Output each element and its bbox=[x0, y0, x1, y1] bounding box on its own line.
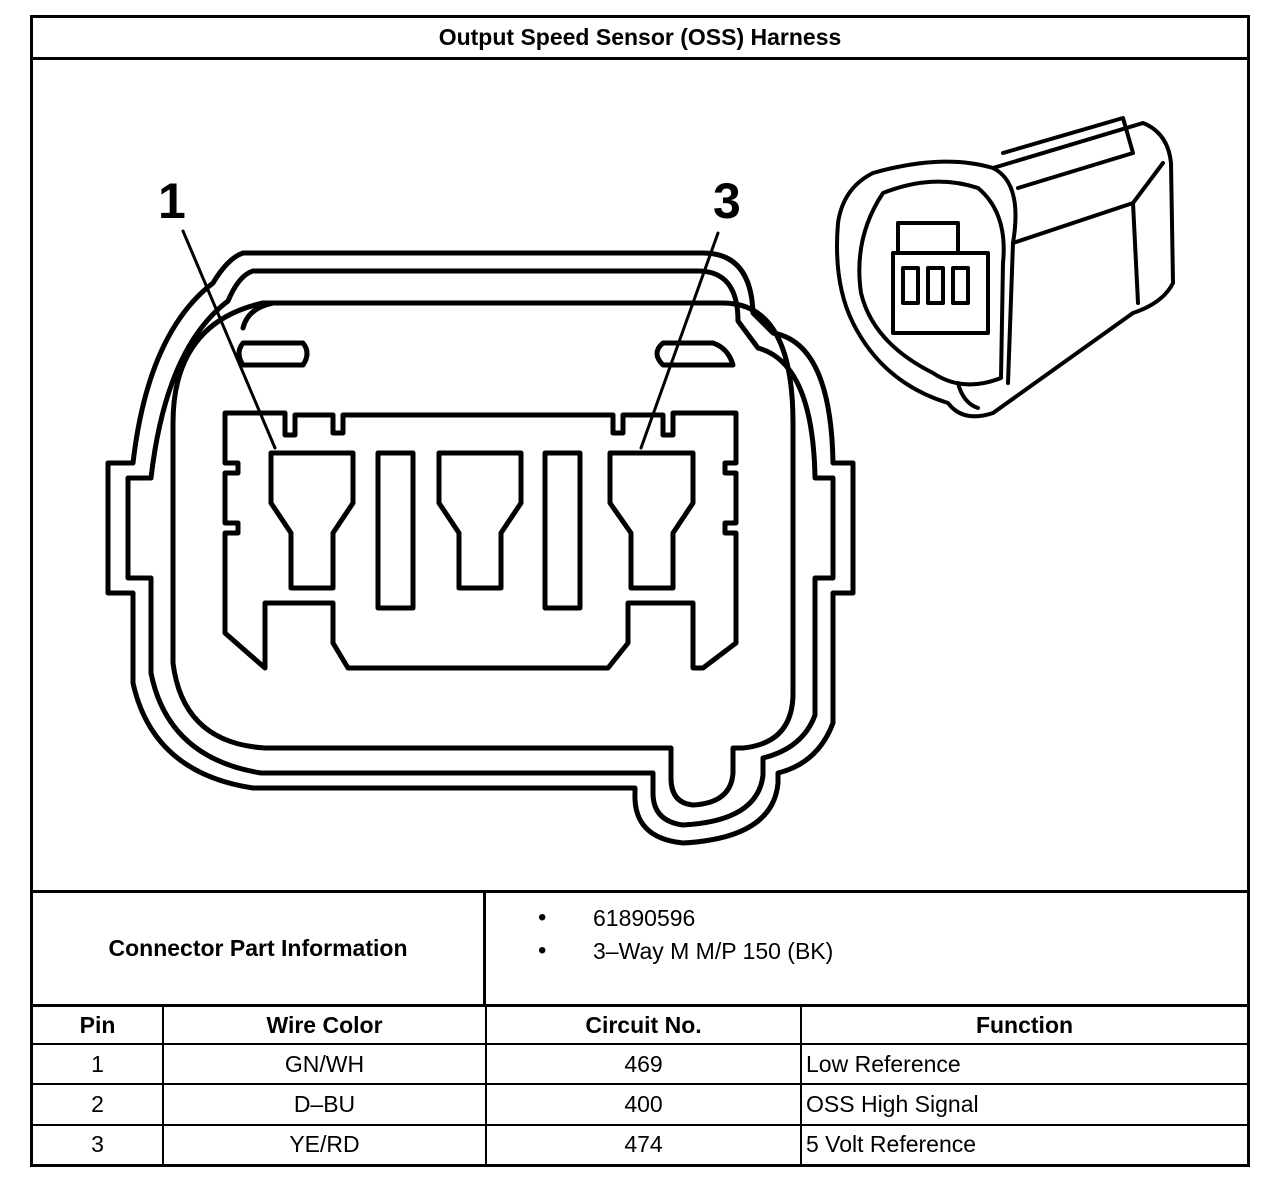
callout-3: 3 bbox=[713, 173, 741, 229]
housing-outline-outer bbox=[105, 250, 856, 846]
circuit-cell: 469 bbox=[485, 1042, 802, 1086]
connector-description: 3–Way M M/P 150 (BK) bbox=[486, 937, 1247, 971]
wire-color-cell: YE/RD bbox=[162, 1123, 487, 1164]
terminal-block bbox=[222, 410, 739, 671]
part-info-label: Connector Part Information bbox=[33, 893, 486, 1004]
connector-diagram: 1 3 bbox=[33, 60, 1247, 890]
wire-color-cell: D–BU bbox=[162, 1083, 487, 1126]
connector-sheet: Output Speed Sensor (OSS) Harness bbox=[30, 15, 1250, 1167]
connector-part-info: Connector Part Information 61890596 3–Wa… bbox=[33, 890, 1247, 1007]
divider-2 bbox=[542, 450, 583, 611]
terminal-pin-1 bbox=[268, 450, 356, 591]
cavity-outline bbox=[170, 300, 796, 808]
header-wire-color: Wire Color bbox=[162, 1007, 487, 1045]
terminal-pin-3 bbox=[607, 450, 696, 591]
part-info-list: 61890596 3–Way M M/P 150 (BK) bbox=[486, 893, 1247, 1016]
pin-table-header: Pin Wire Color Circuit No. Function bbox=[33, 1007, 1247, 1045]
part-number: 61890596 bbox=[486, 904, 1247, 938]
function-cell: OSS High Signal bbox=[800, 1083, 1247, 1126]
latch-bar bbox=[236, 300, 310, 368]
connector-face-svg: 1 3 bbox=[105, 116, 1175, 846]
connector-perspective-view bbox=[835, 116, 1175, 419]
header-circuit-no: Circuit No. bbox=[485, 1007, 802, 1045]
divider-1 bbox=[375, 450, 416, 611]
pin-cell: 3 bbox=[33, 1123, 164, 1164]
pin-cell: 1 bbox=[33, 1042, 164, 1086]
table-row: 2 D–BU 400 OSS High Signal bbox=[33, 1083, 1247, 1126]
circuit-cell: 474 bbox=[485, 1123, 802, 1164]
table-row: 1 GN/WH 469 Low Reference bbox=[33, 1042, 1247, 1086]
function-cell: Low Reference bbox=[800, 1042, 1247, 1086]
terminal-pin-2 bbox=[436, 450, 524, 591]
wire-color-cell: GN/WH bbox=[162, 1042, 487, 1086]
pin-cell: 2 bbox=[33, 1083, 164, 1126]
table-row: 3 YE/RD 474 5 Volt Reference bbox=[33, 1123, 1247, 1164]
leader-line-3 bbox=[639, 231, 720, 450]
header-function: Function bbox=[800, 1007, 1247, 1045]
latch-bar-right bbox=[654, 340, 736, 368]
function-cell: 5 Volt Reference bbox=[800, 1123, 1247, 1164]
pin-table: Pin Wire Color Circuit No. Function 1 GN… bbox=[33, 1007, 1247, 1164]
leader-line-1 bbox=[181, 229, 277, 450]
callout-1: 1 bbox=[158, 173, 186, 229]
page-title: Output Speed Sensor (OSS) Harness bbox=[33, 18, 1247, 60]
circuit-cell: 400 bbox=[485, 1083, 802, 1126]
header-pin: Pin bbox=[33, 1007, 164, 1045]
